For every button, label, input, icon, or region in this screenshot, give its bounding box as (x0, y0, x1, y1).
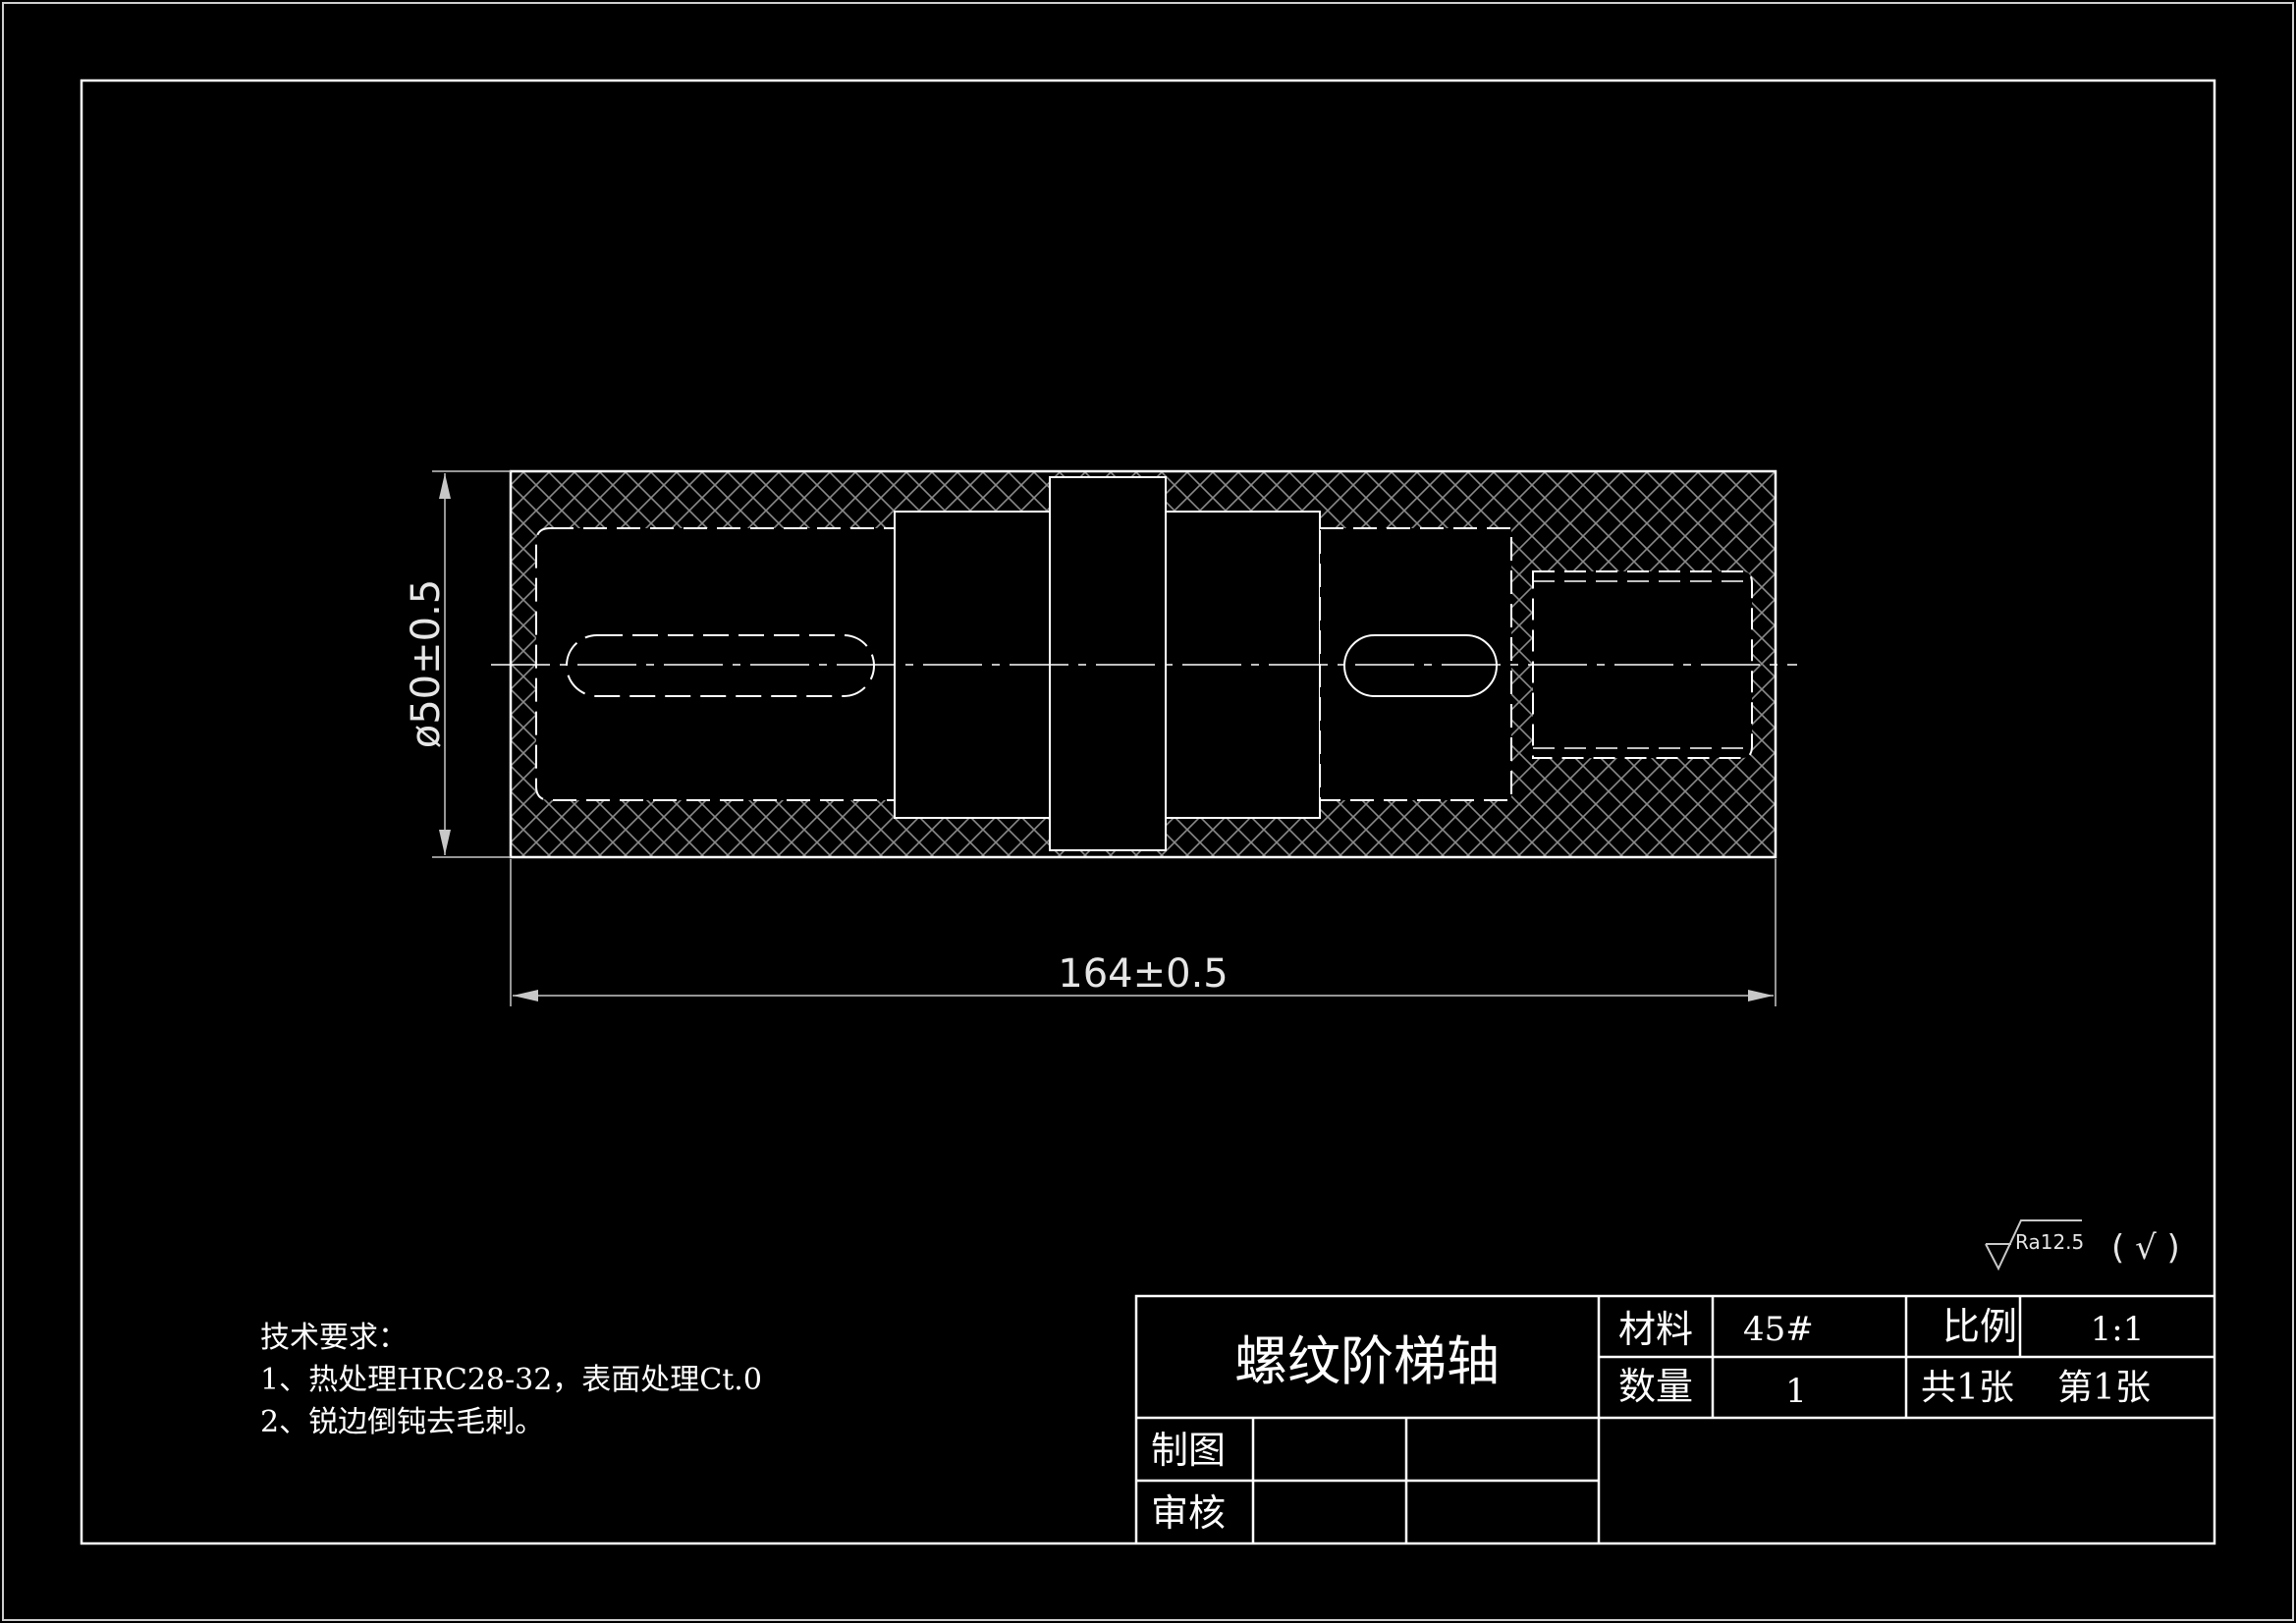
shaft-collar (1049, 476, 1167, 851)
quantity-value: 1 (1785, 1372, 1807, 1411)
diameter-dimension-text: ø50±0.5 (404, 579, 449, 749)
tech-requirement-item: 1、热处理HRC28-32，表面处理Ct.0 (260, 1363, 762, 1397)
material-value: 45# (1743, 1310, 1814, 1349)
tech-requirements-heading: 技术要求： (260, 1321, 408, 1355)
roughness-symbol (1985, 1219, 2082, 1271)
scale-label: 比例 (1942, 1305, 2017, 1348)
roughness-value: Ra12.5 (2015, 1230, 2084, 1254)
part-name-title: 螺纹阶梯轴 (1234, 1330, 1500, 1392)
drawing-frame (80, 79, 2216, 1545)
checked-by-label: 审核 (1151, 1491, 1226, 1535)
material-label: 材料 (1618, 1308, 1693, 1351)
scale-value: 1:1 (2091, 1310, 2145, 1349)
dimension-diameter (432, 470, 511, 858)
dimension-length (510, 859, 1777, 1006)
quantity-label: 数量 (1618, 1365, 1693, 1408)
drawn-by-label: 制图 (1151, 1429, 1226, 1472)
tech-requirement-item: 2、锐边倒钝去毛刺。 (260, 1405, 544, 1439)
general-roughness-mark: ( √ ) (2111, 1228, 2180, 1268)
shaft-section-view (491, 469, 1797, 859)
sheets-total: 共1张 (1921, 1368, 2014, 1408)
length-dimension-text: 164±0.5 (1058, 951, 1228, 997)
sheet-number: 第1张 (2057, 1368, 2151, 1408)
title-block (1134, 1294, 2214, 1543)
keyway-right (1343, 634, 1498, 697)
keyway-left (566, 634, 875, 697)
